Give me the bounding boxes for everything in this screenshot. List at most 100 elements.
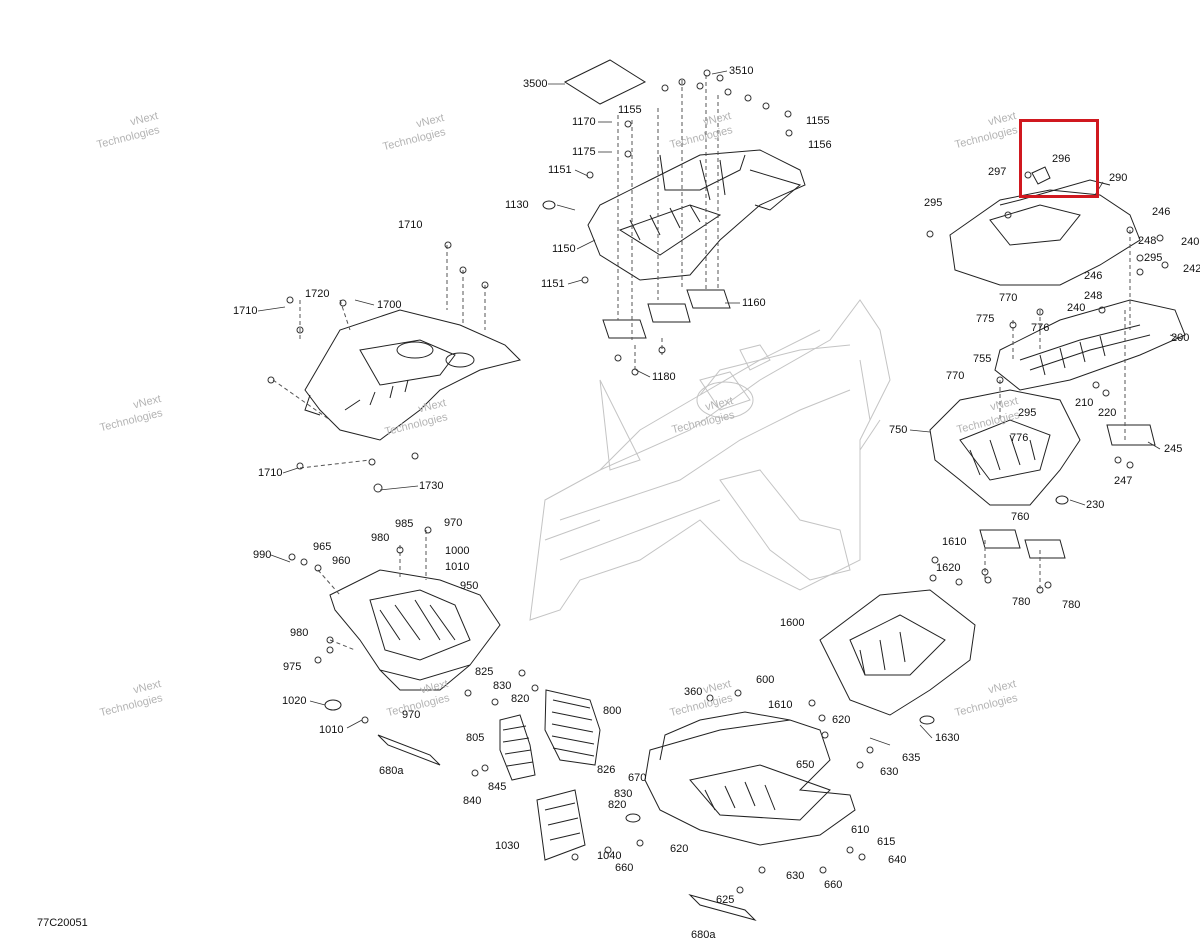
callout-label: 630	[880, 766, 899, 778]
part-800-mesh	[544, 689, 601, 766]
callout-label: 970	[444, 517, 463, 529]
callout-label: 245	[1164, 443, 1183, 455]
callout-label: 990	[253, 549, 272, 561]
callout-label: 660	[824, 879, 843, 891]
part-670-grommet	[625, 813, 641, 823]
callout-label: 1160	[742, 297, 766, 309]
part-1700-panel	[304, 309, 521, 441]
part-1130-grommet	[542, 200, 556, 210]
part-600-bin	[644, 711, 856, 846]
part-680a-bar-bottom	[688, 894, 757, 921]
part-805-mesh	[499, 714, 536, 781]
callout-label: 776	[1010, 432, 1029, 444]
callout-label: 210	[1075, 397, 1094, 409]
callout-label: 805	[466, 732, 485, 744]
callout-label: 1610	[942, 536, 967, 548]
callout-label: 1730	[419, 480, 444, 492]
callout-label: 1155	[806, 115, 830, 127]
callout-label: 770	[999, 292, 1018, 304]
callout-label: 680a	[691, 929, 716, 941]
callout-label: 1170	[572, 116, 596, 128]
callout-label: 1000	[445, 545, 470, 557]
callout-label: 780	[1062, 599, 1081, 611]
callout-label: 825	[475, 666, 494, 678]
callout-label: 1620	[936, 562, 961, 574]
callout-label: 970	[402, 709, 421, 721]
callout-label: 297	[988, 166, 1007, 178]
callout-label: 1175	[572, 146, 596, 158]
callout-label: 670	[628, 772, 647, 784]
part-680a-bar-left	[377, 734, 441, 766]
callout-label: 1610	[768, 699, 793, 711]
callout-label: 220	[1098, 407, 1117, 419]
callout-label: 1151	[541, 278, 565, 290]
callout-label: 240	[1181, 236, 1200, 248]
callout-label: 295	[924, 197, 943, 209]
part-290-panel	[949, 179, 1141, 286]
callout-label: 290	[1109, 172, 1128, 184]
callout-label: 820	[608, 799, 627, 811]
callout-label: 760	[1011, 511, 1030, 523]
callout-label: 3500	[523, 78, 548, 90]
callout-label: 950	[460, 580, 479, 592]
callout-label: 360	[684, 686, 703, 698]
part-1020-grommet	[324, 699, 342, 711]
callout-label: 1150	[552, 243, 576, 255]
callout-label: 840	[463, 795, 482, 807]
callout-label: 640	[888, 854, 907, 866]
part-245-block	[1106, 424, 1156, 446]
callout-label: 248	[1138, 235, 1157, 247]
callout-label: 295	[1018, 407, 1037, 419]
callout-label: 1700	[377, 299, 402, 311]
callout-label: 1010	[445, 561, 470, 573]
callout-label: 830	[614, 788, 633, 800]
callout-label: 1156	[808, 139, 832, 151]
frame-chassis	[529, 299, 891, 621]
callout-label: 248	[1084, 290, 1103, 302]
callout-label: 960	[332, 555, 351, 567]
part-950-storage-bin	[329, 569, 501, 691]
part-760-blocks	[979, 529, 1066, 559]
part-1160-blocks	[602, 289, 731, 339]
part-200-tray	[994, 299, 1186, 391]
callout-label: 800	[603, 705, 622, 717]
callout-label: 1040	[597, 850, 622, 862]
callout-label: 625	[716, 894, 735, 906]
callout-label: 620	[832, 714, 851, 726]
callout-label: 3510	[729, 65, 754, 77]
callout-label: 770	[946, 370, 965, 382]
callout-label: 635	[902, 752, 921, 764]
callout-label: 776	[1031, 322, 1050, 334]
callout-label: 610	[851, 824, 870, 836]
callout-label: 1010	[319, 724, 344, 736]
callout-label: 1720	[305, 288, 330, 300]
callout-label: 775	[976, 313, 995, 325]
callout-label: 660	[615, 862, 634, 874]
part-1030-bracket	[536, 789, 586, 861]
callout-label: 975	[283, 661, 302, 673]
callout-label: 246	[1152, 206, 1171, 218]
callout-label: 680a	[379, 765, 404, 777]
callout-label: 980	[290, 627, 309, 639]
callout-label: 247	[1114, 475, 1133, 487]
part-1150-console	[587, 149, 806, 281]
callout-label: 845	[488, 781, 507, 793]
callout-label: 1180	[652, 371, 676, 383]
part-750-bin	[929, 389, 1081, 506]
callout-label: 1030	[495, 840, 520, 852]
callout-label: 985	[395, 518, 414, 530]
callout-label: 826	[597, 764, 616, 776]
callout-label: 600	[756, 674, 775, 686]
callout-label: 1710	[233, 305, 258, 317]
callout-label: 242	[1183, 263, 1200, 275]
diagram-code: 77C20051	[37, 917, 88, 929]
part-3500-plate	[563, 59, 647, 105]
callout-label: 1020	[282, 695, 307, 707]
callout-label: 295	[1144, 252, 1163, 264]
fasteners	[267, 69, 1169, 894]
callout-label: 1710	[258, 467, 283, 479]
callout-label: 620	[670, 843, 689, 855]
callout-label: 240	[1067, 302, 1086, 314]
callout-label: 1130	[505, 199, 529, 211]
